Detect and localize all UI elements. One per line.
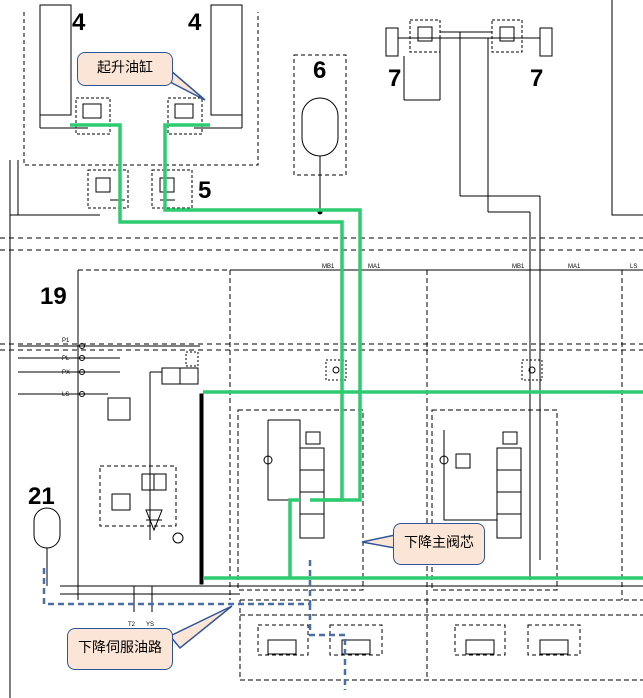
main-spool-right: [496, 447, 522, 539]
component-5: 5: [198, 177, 211, 204]
cylinder-7-left: [385, 27, 399, 57]
component-4-right: 4: [188, 9, 202, 36]
port-mb1-a: MB1: [322, 264, 335, 270]
port-ma1-b: MA1: [568, 264, 581, 270]
cylinder-valve-right: [167, 97, 203, 135]
cylinder-7-right: [539, 27, 553, 57]
callout-lift-cylinder: 起升油缸: [77, 52, 173, 86]
callout-lower-pilot-line-text: 下降伺服油路: [78, 640, 162, 656]
accumulator-6: [301, 97, 339, 157]
callout-pointer-spool: [361, 534, 396, 549]
callout-lift-cylinder-text: 起升油缸: [97, 60, 153, 76]
port-p1: P1: [62, 338, 70, 344]
component-21: 21: [28, 483, 55, 510]
main-spool-left: [299, 447, 325, 539]
callout-pointer-pilot: [168, 605, 233, 650]
component-6: 6: [313, 57, 326, 84]
callout-lower-main-spool: 下降主阀芯: [393, 523, 485, 565]
component-4-left: 4: [72, 9, 86, 36]
pilot-valve-2: [341, 639, 371, 655]
component-7-left: 7: [388, 65, 401, 92]
pilot-valve-3: [465, 639, 495, 655]
lift-cylinder-left: [39, 4, 72, 116]
callout-lower-main-spool-text: 下降主阀芯: [404, 535, 474, 551]
port-ma1-a: MA1: [368, 264, 381, 270]
pilot-valve-1: [267, 639, 297, 655]
port-ls: LS: [62, 392, 69, 398]
green-flow-path: [70, 123, 643, 580]
blue-pilot-path: [42, 560, 347, 690]
lift-cylinder-right: [210, 4, 243, 116]
port-px: PX: [62, 370, 70, 376]
port-ys: YS: [146, 622, 154, 628]
port-mb1-b: MB1: [512, 264, 525, 270]
component-7-right: 7: [530, 65, 543, 92]
port-pl: PL: [62, 356, 70, 362]
valve-5-left: [87, 169, 129, 209]
callout-pointer-lift: [169, 68, 206, 101]
accumulator-21: [33, 507, 61, 549]
pilot-valve-4: [539, 639, 569, 655]
port-t2: T2: [128, 622, 136, 628]
valve-5-right: [151, 169, 193, 209]
component-19: 19: [40, 283, 67, 310]
port-ls-edge: LS: [630, 264, 637, 270]
callout-lower-pilot-line: 下降伺服油路: [67, 628, 173, 670]
cylinder-valve-left: [75, 97, 111, 135]
